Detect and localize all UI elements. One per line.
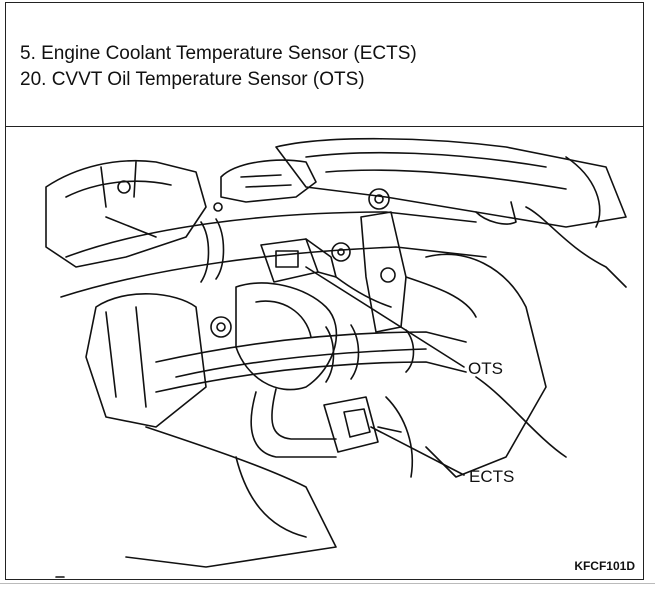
callout-ots: OTS	[468, 359, 503, 378]
lower-hoses	[155, 324, 467, 393]
right-bracket	[360, 211, 477, 333]
leader-lines	[305, 266, 465, 476]
upper-hose	[60, 211, 487, 298]
legend-item-ots: 20. CVVT Oil Temperature Sensor (OTS)	[20, 69, 365, 90]
legend-item-ects: 5. Engine Coolant Temperature Sensor (EC…	[20, 43, 417, 64]
figure-code: KFCF101D	[574, 559, 635, 573]
engine-illustration: OTS ECTS KFCF101D	[6, 127, 643, 579]
left-housing	[45, 159, 207, 268]
callout-ects: ECTS	[469, 467, 515, 486]
bent-pipe	[235, 388, 337, 538]
engine-line-drawing	[45, 137, 627, 578]
ots-sensor	[260, 238, 392, 308]
right-housing	[385, 253, 567, 478]
legend-panel: 5. Engine Coolant Temperature Sensor (EC…	[6, 3, 643, 127]
bottom-rule	[0, 583, 655, 584]
upper-manifold	[275, 137, 627, 288]
diagram-frame: 5. Engine Coolant Temperature Sensor (EC…	[5, 2, 644, 580]
engine-block	[85, 282, 338, 568]
bolts	[210, 188, 396, 338]
upper-bracket	[213, 159, 317, 212]
ects-sensor	[323, 396, 402, 453]
